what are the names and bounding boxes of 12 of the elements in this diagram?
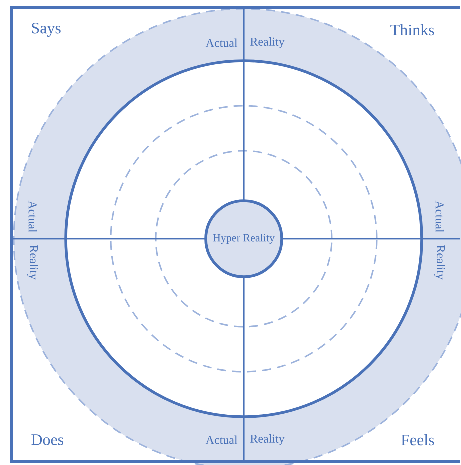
quadrant-label: Does bbox=[32, 434, 64, 446]
ring-label: Reality bbox=[28, 246, 38, 280]
ring-label: Actual bbox=[206, 436, 238, 444]
ring-label: Actual bbox=[206, 38, 238, 48]
ring-label: Actual bbox=[28, 200, 38, 233]
ring-label: Actual bbox=[436, 200, 444, 233]
ring-label: Reality bbox=[250, 38, 285, 48]
ring-label: Reality bbox=[434, 246, 446, 280]
ring-label: Reality bbox=[250, 434, 285, 446]
quadrant-label: Feels bbox=[401, 434, 434, 446]
quadrant-label: Thinks bbox=[390, 24, 434, 36]
quadrant-label: Says bbox=[32, 22, 61, 38]
